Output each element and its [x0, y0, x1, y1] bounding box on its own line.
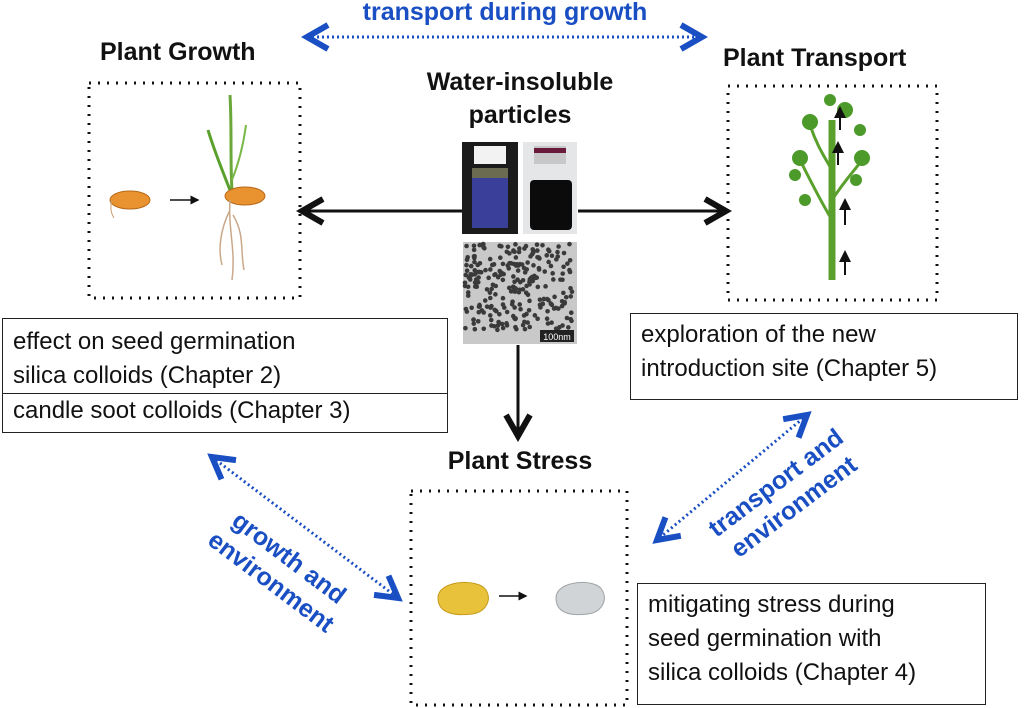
transport-box — [726, 84, 939, 302]
black-vial-photo — [523, 142, 577, 234]
left-link-arrow — [212, 457, 398, 598]
seedling-icon — [206, 94, 266, 281]
stress-box — [409, 489, 629, 707]
transport-notes: exploration of the new introduction site… — [630, 313, 1018, 400]
note-line: effect on seed germination — [13, 328, 296, 355]
transport-title: Plant Transport — [723, 44, 907, 72]
note-line: mitigating stress during — [648, 591, 895, 618]
bean-icon — [437, 581, 489, 616]
note-line: silica colloids (Chapter 4) — [648, 659, 917, 686]
note-line: candle soot colloids (Chapter 3) — [13, 397, 351, 424]
growth-notes: effect on seed germination silica colloi… — [2, 318, 448, 433]
growth-box — [87, 81, 302, 300]
scale-bar-label: 100nm — [543, 332, 571, 342]
growth-title: Plant Growth — [100, 38, 256, 66]
tem-image — [462, 241, 577, 344]
center-title-line2: particles — [468, 101, 572, 129]
plant-icon — [789, 94, 870, 280]
seed-icon — [109, 190, 151, 210]
note-line: seed germination with — [648, 625, 882, 652]
top-link-label: transport during growth — [362, 0, 648, 26]
note-line: exploration of the new — [641, 321, 876, 348]
note-line: silica colloids (Chapter 2) — [3, 359, 447, 394]
note-line: introduction site (Chapter 5) — [641, 355, 938, 382]
center-title-line1: Water-insoluble — [426, 68, 614, 96]
stress-notes: mitigating stress during seed germinatio… — [637, 583, 986, 705]
treated-bean-icon — [555, 581, 605, 616]
center-title: Water-insoluble particles — [400, 66, 640, 132]
stress-title: Plant Stress — [447, 447, 593, 475]
blue-vial-photo — [462, 142, 518, 234]
